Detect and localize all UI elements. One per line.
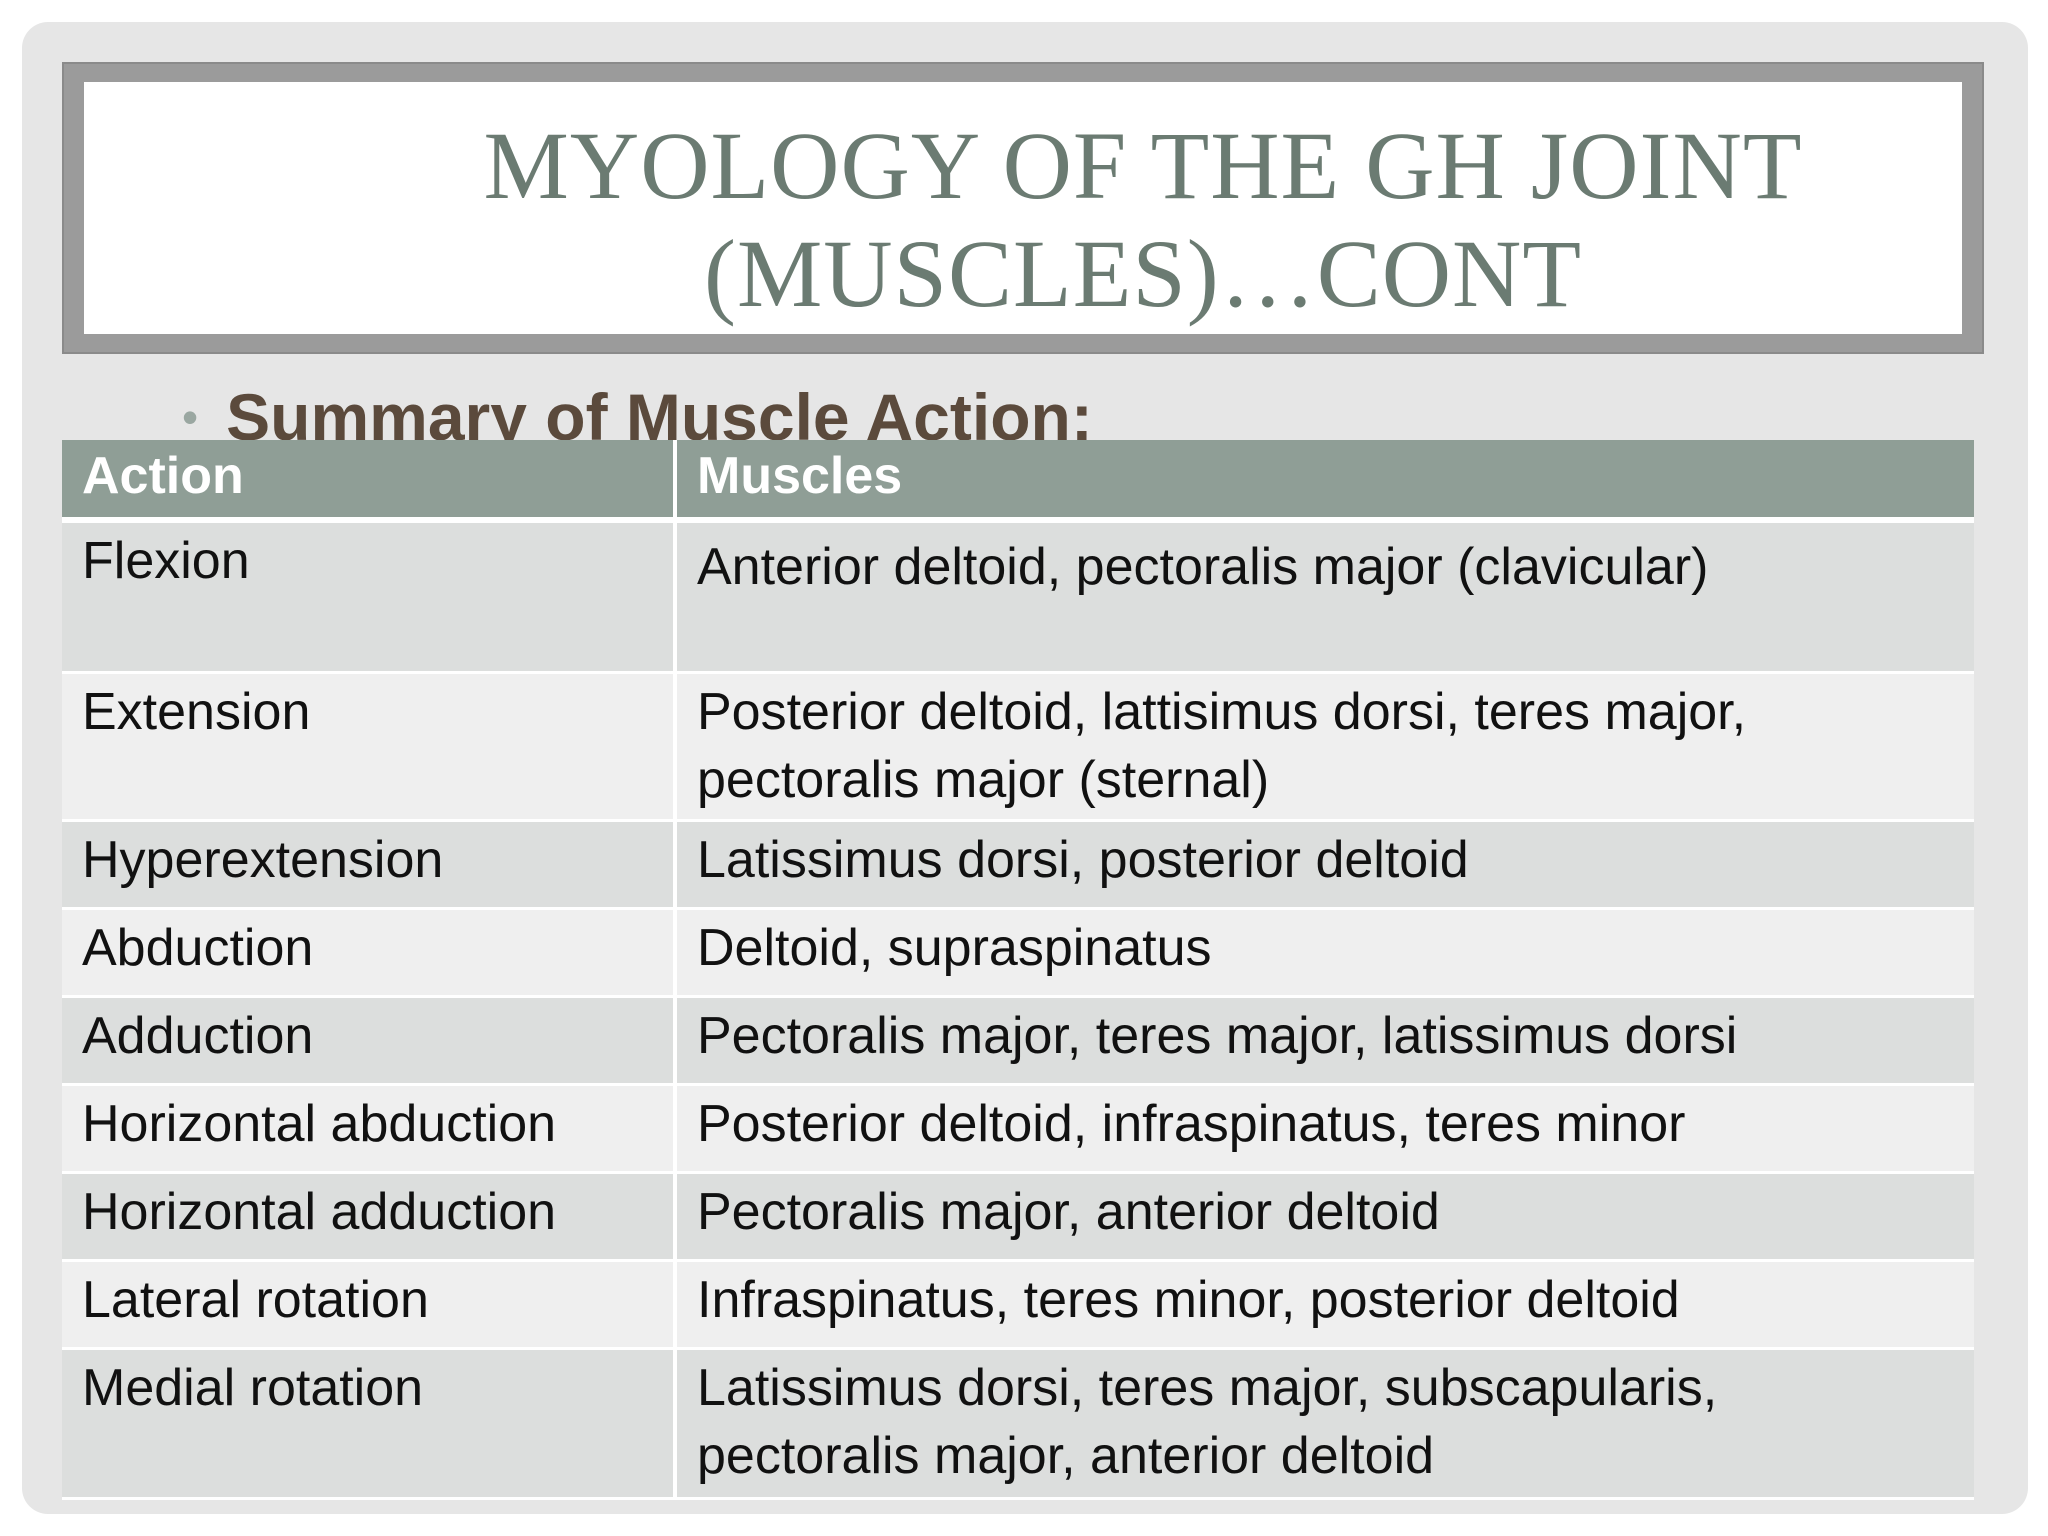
table-row: Hyperextension Latissimus dorsi, posteri… xyxy=(62,820,1974,910)
action-cell: Extension xyxy=(62,672,677,822)
action-cell: Abduction xyxy=(62,908,677,998)
title-frame: MYOLOGY OF THE GH JOINT (MUSCLES)…CONT xyxy=(62,62,1984,354)
muscles-cell: Deltoid, supraspinatus xyxy=(675,908,1974,998)
table-row: Lateral rotation Infraspinatus, teres mi… xyxy=(62,1260,1974,1350)
title-line-2: (MUSCLES)…CONT xyxy=(703,220,1583,327)
title-line-1: MYOLOGY OF THE GH JOINT xyxy=(483,112,1803,219)
action-cell: Lateral rotation xyxy=(62,1260,677,1350)
column-header-action: Action xyxy=(62,440,677,523)
action-cell: Medial rotation xyxy=(62,1348,677,1500)
table-row: Extension Posterior deltoid, lattisimus … xyxy=(62,672,1974,822)
muscles-cell: Posterior deltoid, infraspinatus, teres … xyxy=(675,1084,1974,1174)
table-row: Adduction Pectoralis major, teres major,… xyxy=(62,996,1974,1086)
column-header-muscles: Muscles xyxy=(675,440,1974,523)
muscle-action-table: Action Muscles Flexion Anterior deltoid,… xyxy=(62,440,1974,1500)
table-header-row: Action Muscles xyxy=(62,440,1974,523)
muscles-cell: Anterior deltoid, pectoralis major (clav… xyxy=(675,520,1974,674)
table-row: Medial rotation Latissimus dorsi, teres … xyxy=(62,1348,1974,1500)
muscles-cell: Pectoralis major, teres major, latissimu… xyxy=(675,996,1974,1086)
action-cell: Horizontal abduction xyxy=(62,1084,677,1174)
muscles-cell: Infraspinatus, teres minor, posterior de… xyxy=(675,1260,1974,1350)
table-row: Flexion Anterior deltoid, pectoralis maj… xyxy=(62,520,1974,674)
muscles-cell: Posterior deltoid, lattisimus dorsi, ter… xyxy=(675,672,1974,822)
muscles-cell: Latissimus dorsi, teres major, subscapul… xyxy=(675,1348,1974,1500)
table-row: Abduction Deltoid, supraspinatus xyxy=(62,908,1974,998)
action-cell: Hyperextension xyxy=(62,820,677,910)
bullet-icon: • xyxy=(182,391,199,443)
action-cell: Horizontal adduction xyxy=(62,1172,677,1262)
table-row: Horizontal adduction Pectoralis major, a… xyxy=(62,1172,1974,1262)
page-title: MYOLOGY OF THE GH JOINT (MUSCLES)…CONT xyxy=(384,112,1902,328)
muscles-cell: Pectoralis major, anterior deltoid xyxy=(675,1172,1974,1262)
action-cell: Adduction xyxy=(62,996,677,1086)
table-row: Horizontal abduction Posterior deltoid, … xyxy=(62,1084,1974,1174)
title-box: MYOLOGY OF THE GH JOINT (MUSCLES)…CONT xyxy=(84,82,1962,334)
action-cell: Flexion xyxy=(62,520,677,674)
muscles-cell: Latissimus dorsi, posterior deltoid xyxy=(675,820,1974,910)
